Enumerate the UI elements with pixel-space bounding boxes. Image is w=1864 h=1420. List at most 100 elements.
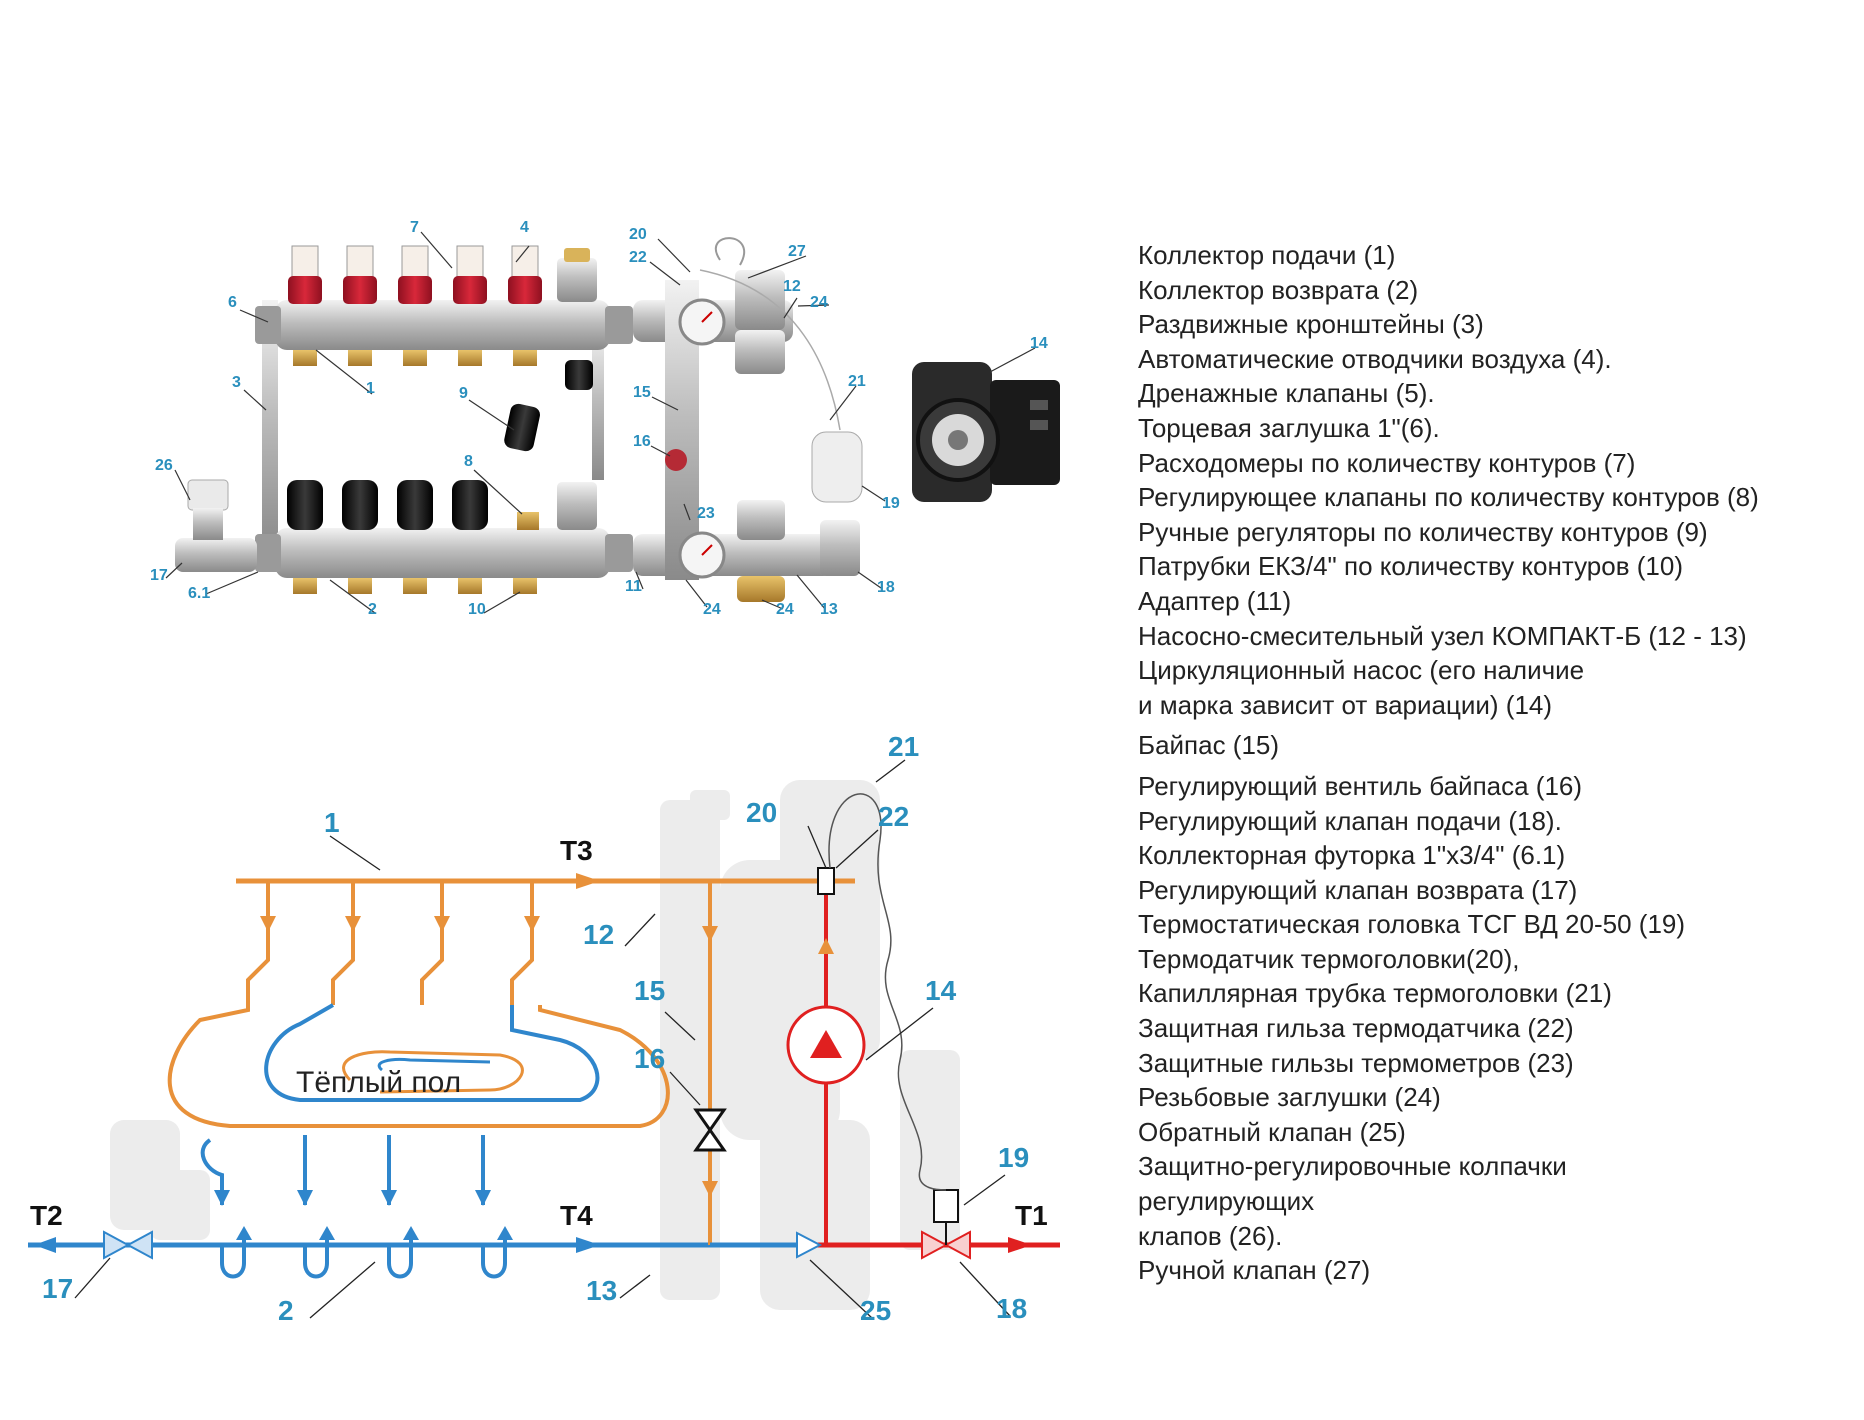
air-vent-return <box>557 482 597 530</box>
return-flow-arrow <box>576 1237 600 1253</box>
callout-23: 23 <box>697 505 715 522</box>
adapter-return <box>605 534 633 572</box>
capillary-21 <box>828 793 947 1191</box>
legend-item: Дренажные клапаны (5). <box>1138 378 1435 409</box>
air-vent-supply-cap <box>564 248 590 262</box>
schematic: T3 T4 T2 T1 Тёплый пол 1 12 15 16 13 2 1… <box>28 731 1060 1326</box>
legend-item: Защитные гильзы термометров (23) <box>1138 1047 1574 1078</box>
manual-valve <box>735 270 785 330</box>
hot-in-arrow <box>1008 1237 1032 1253</box>
legend-item: Насосно-смесительный узел КОМПАКТ-Б (12 … <box>1138 620 1747 651</box>
photo-leaders <box>165 231 1036 614</box>
legend-item: Ручной клапан (27) <box>1138 1255 1371 1286</box>
callout-13: 13 <box>820 601 838 618</box>
manual-regulators <box>287 480 488 530</box>
legend-item: Термодатчик термоголовки(20), <box>1138 943 1520 974</box>
manifold-photo <box>175 237 1060 602</box>
callout-16: 16 <box>633 433 651 450</box>
callout-26: 26 <box>155 457 173 474</box>
supply-drop-arrows <box>260 916 540 932</box>
legend-item: Регулирующий клапан подачи (18). <box>1138 805 1562 836</box>
legend-item: Байпас (15) <box>1138 730 1280 761</box>
legend-item: и марка зависит от вариации) (14) <box>1138 689 1553 720</box>
callout-11: 11 <box>625 578 642 595</box>
drain-valve-cap <box>565 360 593 390</box>
label-T2: T2 <box>30 1200 63 1231</box>
floor-loop-inner-b <box>377 1058 491 1072</box>
callout-14: 14 <box>1030 335 1048 352</box>
return-outlets <box>293 578 537 594</box>
callout-24-b: 24 <box>776 601 794 618</box>
schema-14: 14 <box>925 975 957 1006</box>
floor-loop-supply <box>167 1005 670 1128</box>
legend: Коллектор подачи (1)Коллектор возврата (… <box>1138 238 1858 1288</box>
callout-19: 19 <box>882 495 900 512</box>
callout-21: 21 <box>848 373 866 390</box>
callout-10: 10 <box>468 601 486 618</box>
air-vent-supply <box>557 258 597 302</box>
schematic-callouts: 1 12 15 16 13 2 17 25 18 19 14 21 20 22 <box>42 731 1029 1326</box>
callout-7: 7 <box>410 219 419 236</box>
flowmeters <box>288 245 542 304</box>
return-out-arrow <box>34 1237 56 1253</box>
bracket-left <box>262 300 278 550</box>
callout-8: 8 <box>464 453 473 470</box>
floor-label: Тёплый пол <box>296 1066 461 1099</box>
label-T4: T4 <box>560 1200 593 1231</box>
legend-item: Торцевая заглушка 1"(6). <box>1138 412 1440 443</box>
check-valve-25 <box>796 1231 823 1259</box>
label-T1: T1 <box>1015 1200 1048 1231</box>
mixing-unit <box>633 237 863 602</box>
floor-loop-return <box>264 1003 600 1102</box>
legend-item: Обратный клапан (25) <box>1138 1116 1406 1147</box>
legend-item: Термостатическая головка ТСГ ВД 20-50 (1… <box>1138 909 1686 940</box>
schema-12: 12 <box>583 919 614 950</box>
schema-15: 15 <box>634 975 665 1006</box>
protective-cap <box>187 479 229 511</box>
callout-2: 2 <box>368 601 377 618</box>
schema-19: 19 <box>998 1142 1029 1173</box>
photo-callouts: 6 1 3 4 7 8 9 2 10 26 17 6.1 11 24 24 13… <box>150 219 1048 618</box>
schema-16: 16 <box>634 1043 665 1074</box>
schema-13: 13 <box>586 1275 617 1306</box>
sensor-20 <box>817 867 835 895</box>
return-u-loops <box>220 1235 507 1279</box>
callout-20: 20 <box>629 226 647 243</box>
schematic-background <box>110 780 960 1310</box>
thermostatic-head <box>811 431 863 503</box>
legend-item: Расходомеры по количеству контуров (7) <box>1138 447 1636 478</box>
legend-item: Защитная гильза термодатчика (22) <box>1138 1013 1574 1044</box>
callout-1: 1 <box>366 380 375 397</box>
supply-drops <box>246 881 534 1005</box>
riser-arrow <box>818 938 834 954</box>
regulating-valve <box>517 512 539 530</box>
callout-9: 9 <box>459 385 468 402</box>
callout-6: 6 <box>228 294 237 311</box>
schema-20: 20 <box>746 797 777 828</box>
callout-15: 15 <box>633 384 651 401</box>
legend-item: Регулирующий вентиль байпаса (16) <box>1138 770 1583 801</box>
schema-25: 25 <box>860 1295 891 1326</box>
callout-4: 4 <box>520 219 529 236</box>
schema-2: 2 <box>278 1295 294 1326</box>
legend-item: Регулирующий клапан возврата (17) <box>1138 874 1578 905</box>
legend-item: Циркуляционный насос (его наличие <box>1138 655 1585 686</box>
legend-item: Регулирующее клапаны по количеству конту… <box>1138 482 1759 513</box>
circulation-pump <box>912 362 1060 502</box>
legend-item: Коллектор возврата (2) <box>1138 274 1419 305</box>
schema-22: 22 <box>878 801 909 832</box>
callout-17: 17 <box>150 567 168 584</box>
legend-item: Адаптер (11) <box>1138 585 1292 616</box>
schema-18: 18 <box>996 1293 1027 1324</box>
callout-24-c: 24 <box>810 294 828 311</box>
return-u-arrows <box>236 1226 513 1240</box>
bracket-right <box>592 330 604 480</box>
legend-item: Защитно-регулировочные колпачки <box>1138 1151 1567 1182</box>
legend-item: Резьбовые заглушки (24) <box>1138 1082 1441 1113</box>
callout-3: 3 <box>232 374 241 391</box>
schema-17: 17 <box>42 1273 73 1304</box>
callout-18: 18 <box>877 579 895 596</box>
end-cap-return <box>255 534 281 572</box>
legend-item: Автоматические отводчики воздуха (4). <box>1138 343 1612 374</box>
